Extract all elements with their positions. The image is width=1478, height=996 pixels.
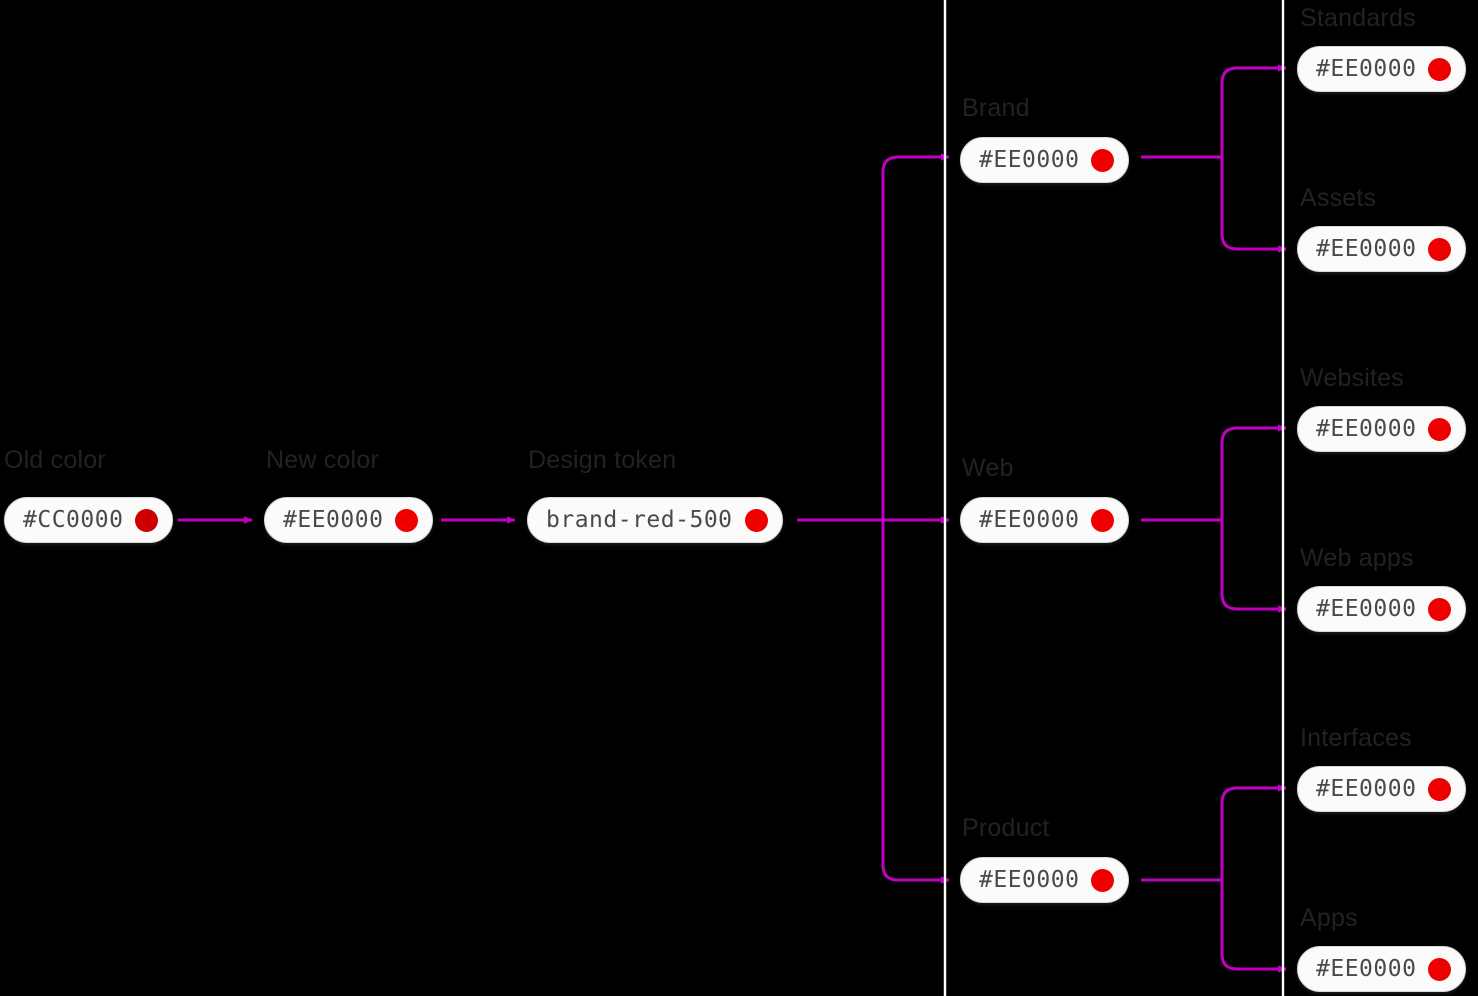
- node-value-apps: #EE0000: [1316, 955, 1417, 982]
- label-standards: Standards: [1300, 4, 1416, 32]
- edge-web-to-websites: [1220, 424, 1287, 520]
- edge-product-to-interfaces: [1220, 784, 1287, 880]
- edge-product-to-apps: [1220, 880, 1287, 973]
- color-swatch-dot: [395, 508, 419, 532]
- node-old-color[interactable]: #CC0000: [4, 497, 174, 543]
- node-value-standards: #EE0000: [1316, 55, 1417, 82]
- label-assets: Assets: [1300, 184, 1377, 212]
- color-swatch-dot: [1091, 868, 1115, 892]
- node-standards[interactable]: #EE0000: [1297, 46, 1467, 92]
- color-swatch-dot: [1428, 597, 1452, 621]
- label-brand: Brand: [962, 94, 1030, 122]
- node-value-product: #EE0000: [979, 866, 1080, 893]
- label-interfaces: Interfaces: [1300, 724, 1412, 752]
- label-old-color: Old color: [4, 446, 106, 474]
- color-swatch-dot: [1428, 237, 1452, 261]
- edge-brand-to-assets: [1220, 157, 1287, 253]
- label-web-apps: Web apps: [1300, 544, 1414, 572]
- label-new-color: New color: [266, 446, 379, 474]
- color-swatch-dot: [1428, 417, 1452, 441]
- node-design-token[interactable]: brand-red-500: [527, 497, 783, 543]
- color-swatch-dot: [1428, 777, 1452, 801]
- edge-bus-to-brand: [881, 153, 950, 520]
- node-value-new-color: #EE0000: [283, 506, 384, 533]
- edge-bus-to-product: [881, 520, 950, 884]
- node-websites[interactable]: #EE0000: [1297, 406, 1467, 452]
- color-swatch-dot: [135, 508, 159, 532]
- edge-brand-to-standards: [1220, 64, 1287, 157]
- label-websites: Websites: [1300, 364, 1404, 392]
- node-value-websites: #EE0000: [1316, 415, 1417, 442]
- edge-web-to-webapps: [1220, 520, 1287, 613]
- node-value-assets: #EE0000: [1316, 235, 1417, 262]
- node-product[interactable]: #EE0000: [960, 857, 1130, 903]
- label-apps: Apps: [1300, 904, 1358, 932]
- node-value-web-apps: #EE0000: [1316, 595, 1417, 622]
- color-swatch-dot: [744, 508, 768, 532]
- node-assets[interactable]: #EE0000: [1297, 226, 1467, 272]
- color-swatch-dot: [1091, 148, 1115, 172]
- node-value-interfaces: #EE0000: [1316, 775, 1417, 802]
- node-apps[interactable]: #EE0000: [1297, 946, 1467, 992]
- label-web: Web: [962, 454, 1014, 482]
- node-value-old-color: #CC0000: [23, 506, 124, 533]
- node-brand[interactable]: #EE0000: [960, 137, 1130, 183]
- color-swatch-dot: [1091, 508, 1115, 532]
- node-value-brand: #EE0000: [979, 146, 1080, 173]
- node-new-color[interactable]: #EE0000: [264, 497, 434, 543]
- color-swatch-dot: [1428, 957, 1452, 981]
- node-web[interactable]: #EE0000: [960, 497, 1130, 543]
- label-design-token: Design token: [528, 446, 677, 474]
- label-product: Product: [962, 814, 1050, 842]
- color-swatch-dot: [1428, 57, 1452, 81]
- node-web-apps[interactable]: #EE0000: [1297, 586, 1467, 632]
- node-value-web: #EE0000: [979, 506, 1080, 533]
- node-interfaces[interactable]: #EE0000: [1297, 766, 1467, 812]
- node-value-design-token: brand-red-500: [546, 506, 733, 533]
